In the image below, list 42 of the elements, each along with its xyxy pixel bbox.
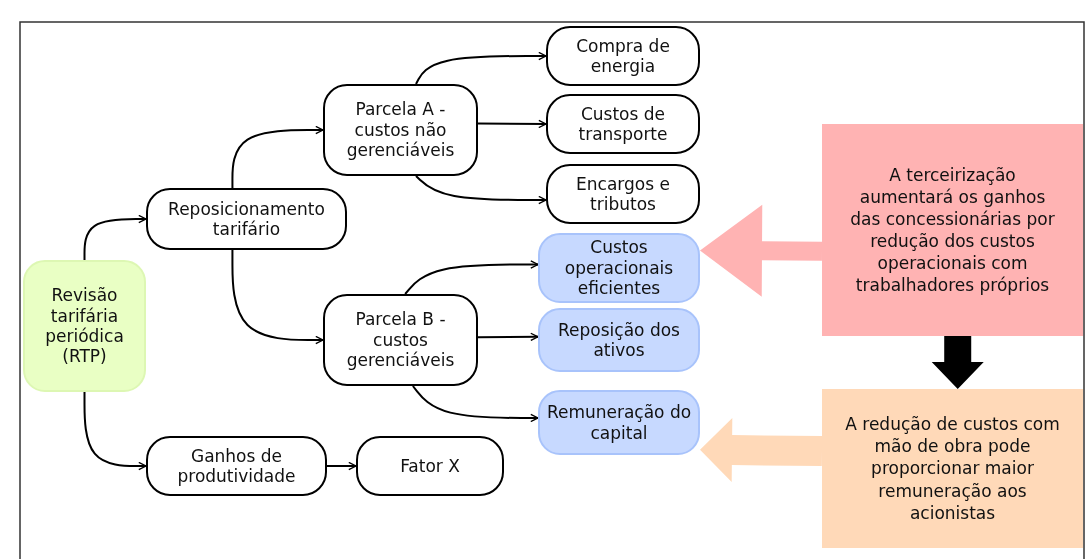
process-box	[323, 294, 478, 386]
arrow	[231, 125, 324, 189]
note-box	[822, 124, 1083, 336]
block-arrow	[700, 204, 823, 297]
start-box	[23, 260, 146, 392]
node-label: Compra de energia	[575, 35, 671, 77]
node-label: Reposição dos ativos	[557, 319, 681, 361]
highlight-box	[538, 308, 700, 372]
node-label: A terceirização aumentará os ganhos das concessionárias por redução dos custos operacionais com trabalhadores próprios	[849, 163, 1056, 297]
node-label: Parcela A - custos não gerenciáveis	[345, 99, 456, 161]
node-label: Fator X	[399, 455, 461, 477]
node-label: Remuneração do capital	[545, 402, 693, 443]
block-arrow	[700, 418, 823, 483]
node-label: Revisão tarifária periódica (RTP)	[44, 285, 125, 367]
arrow	[411, 385, 539, 423]
note-box	[822, 389, 1083, 548]
node-label: Custos operacionais eficientes	[563, 237, 675, 299]
arrow	[326, 461, 357, 471]
node-label: Custos de transporte	[577, 103, 669, 145]
node-label: Ganhos de produtividade	[176, 445, 297, 487]
arrow	[231, 249, 324, 345]
node-label: A redução de custos com mão de obra pode proporcionar maior remuneração aos acionistas	[844, 413, 1061, 524]
process-box	[146, 436, 327, 496]
process-box	[356, 436, 504, 496]
process-box	[323, 84, 478, 176]
arrow	[404, 260, 539, 295]
highlight-box	[538, 233, 700, 303]
node-label: Reposicionamento tarifário	[167, 198, 326, 240]
arrow	[83, 214, 147, 261]
arrow	[415, 175, 547, 205]
arrow	[477, 332, 539, 342]
arrow	[83, 391, 147, 471]
block-arrow	[931, 336, 984, 389]
process-box	[546, 26, 700, 86]
node-label: Encargos e tributos	[575, 173, 671, 215]
process-box	[546, 94, 700, 154]
arrow	[477, 119, 547, 129]
process-box	[146, 188, 347, 250]
arrow	[415, 51, 547, 85]
highlight-box	[538, 390, 700, 455]
process-box	[546, 164, 700, 224]
node-label: Parcela B - custos gerenciáveis	[345, 309, 456, 371]
